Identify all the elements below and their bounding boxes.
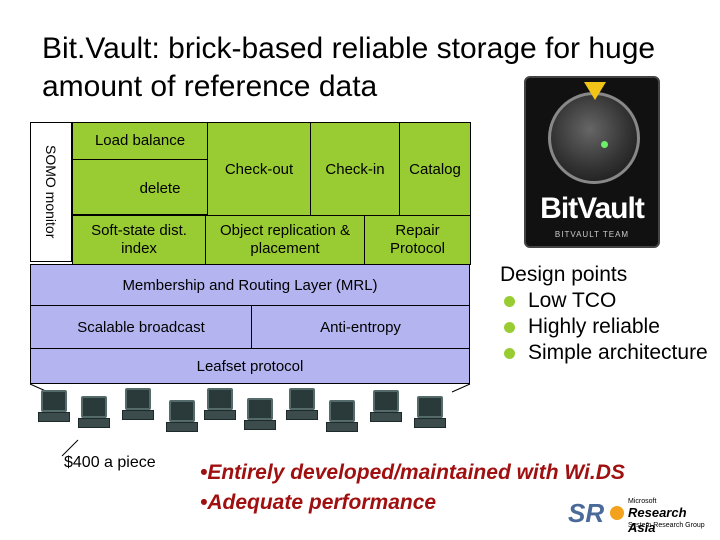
msr-logo: SR Microsoft Research Asia System Resear… bbox=[568, 494, 708, 535]
bottom-note: •Entirely developed/maintained with Wi.D… bbox=[200, 461, 625, 484]
design-points: Design points Low TCO Highly reliable Si… bbox=[500, 262, 710, 366]
mrl-layer: Membership and Routing Layer (MRL) bbox=[30, 264, 470, 306]
bullet-icon bbox=[504, 348, 515, 359]
desktop-computer-icon bbox=[78, 396, 112, 430]
desktop-computer-icon bbox=[326, 400, 360, 434]
desktop-computer-icon bbox=[370, 390, 404, 424]
design-point-text: Simple architecture bbox=[528, 341, 708, 364]
computer-bricks bbox=[30, 382, 470, 440]
safe-dial-icon bbox=[548, 92, 640, 184]
design-list: Low TCO Highly reliable Simple architect… bbox=[500, 288, 710, 366]
object-replication-box: Object replication & placement bbox=[205, 215, 365, 265]
bottom-note: •Adequate performance bbox=[200, 491, 437, 514]
anti-entropy-label: Anti-entropy bbox=[320, 318, 401, 336]
dial-indicator-dot bbox=[601, 141, 608, 148]
check-out-label: Check-out bbox=[224, 161, 294, 178]
leafset-layer: Leafset protocol bbox=[30, 348, 470, 384]
design-point: Simple architecture bbox=[500, 340, 710, 366]
services-layer: Load balance Check-out Check-in Catalog … bbox=[72, 122, 471, 265]
scalable-broadcast-label: Scalable broadcast bbox=[77, 318, 205, 336]
price-label: $400 a piece bbox=[64, 454, 156, 471]
anti-entropy-box: Anti-entropy bbox=[251, 305, 470, 349]
desktop-computer-icon bbox=[286, 388, 320, 422]
catalog-label: Catalog bbox=[409, 161, 461, 178]
somo-monitor-box: SOMO monitor bbox=[30, 122, 72, 262]
design-point: Highly reliable bbox=[500, 314, 710, 340]
soft-state-box: Soft-state dist. index bbox=[72, 215, 206, 265]
dial-marker-icon bbox=[584, 82, 606, 100]
design-point-text: Low TCO bbox=[528, 289, 617, 312]
bottom-notes: •Entirely developed/maintained with Wi.D… bbox=[200, 458, 625, 518]
desktop-computer-icon bbox=[166, 400, 200, 434]
msr-line3: System Research Group bbox=[628, 522, 705, 529]
catalog-box: Catalog bbox=[399, 122, 471, 216]
delete-box: delete bbox=[72, 159, 208, 215]
logo-text: BitVault bbox=[540, 192, 645, 225]
object-replication-label: Object replication & placement bbox=[219, 222, 351, 257]
logo-subtext: BITVAULT TEAM bbox=[554, 230, 630, 239]
design-point: Low TCO bbox=[500, 288, 710, 314]
somo-monitor-label: SOMO monitor bbox=[43, 145, 59, 239]
desktop-computer-icon bbox=[244, 398, 278, 432]
desktop-computer-icon bbox=[414, 396, 448, 430]
bullet-icon bbox=[504, 322, 515, 333]
repair-protocol-box: Repair Protocol bbox=[364, 215, 471, 265]
desktop-computer-icon bbox=[38, 390, 72, 424]
delete-label: delete bbox=[139, 180, 181, 197]
design-heading: Design points bbox=[500, 263, 628, 286]
mrl-label: Membership and Routing Layer (MRL) bbox=[122, 276, 378, 294]
check-in-label: Check-in bbox=[325, 161, 385, 178]
msr-mark: SR bbox=[568, 498, 605, 528]
soft-state-label: Soft-state dist. index bbox=[91, 222, 187, 257]
desktop-computer-icon bbox=[122, 388, 156, 422]
design-point-text: Highly reliable bbox=[528, 315, 660, 338]
desktop-computer-icon bbox=[204, 388, 238, 422]
bullet-icon bbox=[504, 296, 515, 307]
load-balance-label: Load balance bbox=[94, 132, 186, 149]
repair-protocol-label: Repair Protocol bbox=[389, 222, 446, 257]
check-in-box: Check-in bbox=[310, 122, 400, 216]
msr-line2: Research Asia bbox=[628, 505, 687, 535]
slide-title: Bit.Vault: brick-based reliable storage … bbox=[42, 32, 656, 103]
bitvault-logo: BitVault BITVAULT TEAM bbox=[524, 76, 660, 248]
msr-line1: Microsoft bbox=[628, 498, 657, 505]
orange-ball-icon bbox=[610, 506, 624, 520]
leafset-label: Leafset protocol bbox=[196, 357, 304, 375]
